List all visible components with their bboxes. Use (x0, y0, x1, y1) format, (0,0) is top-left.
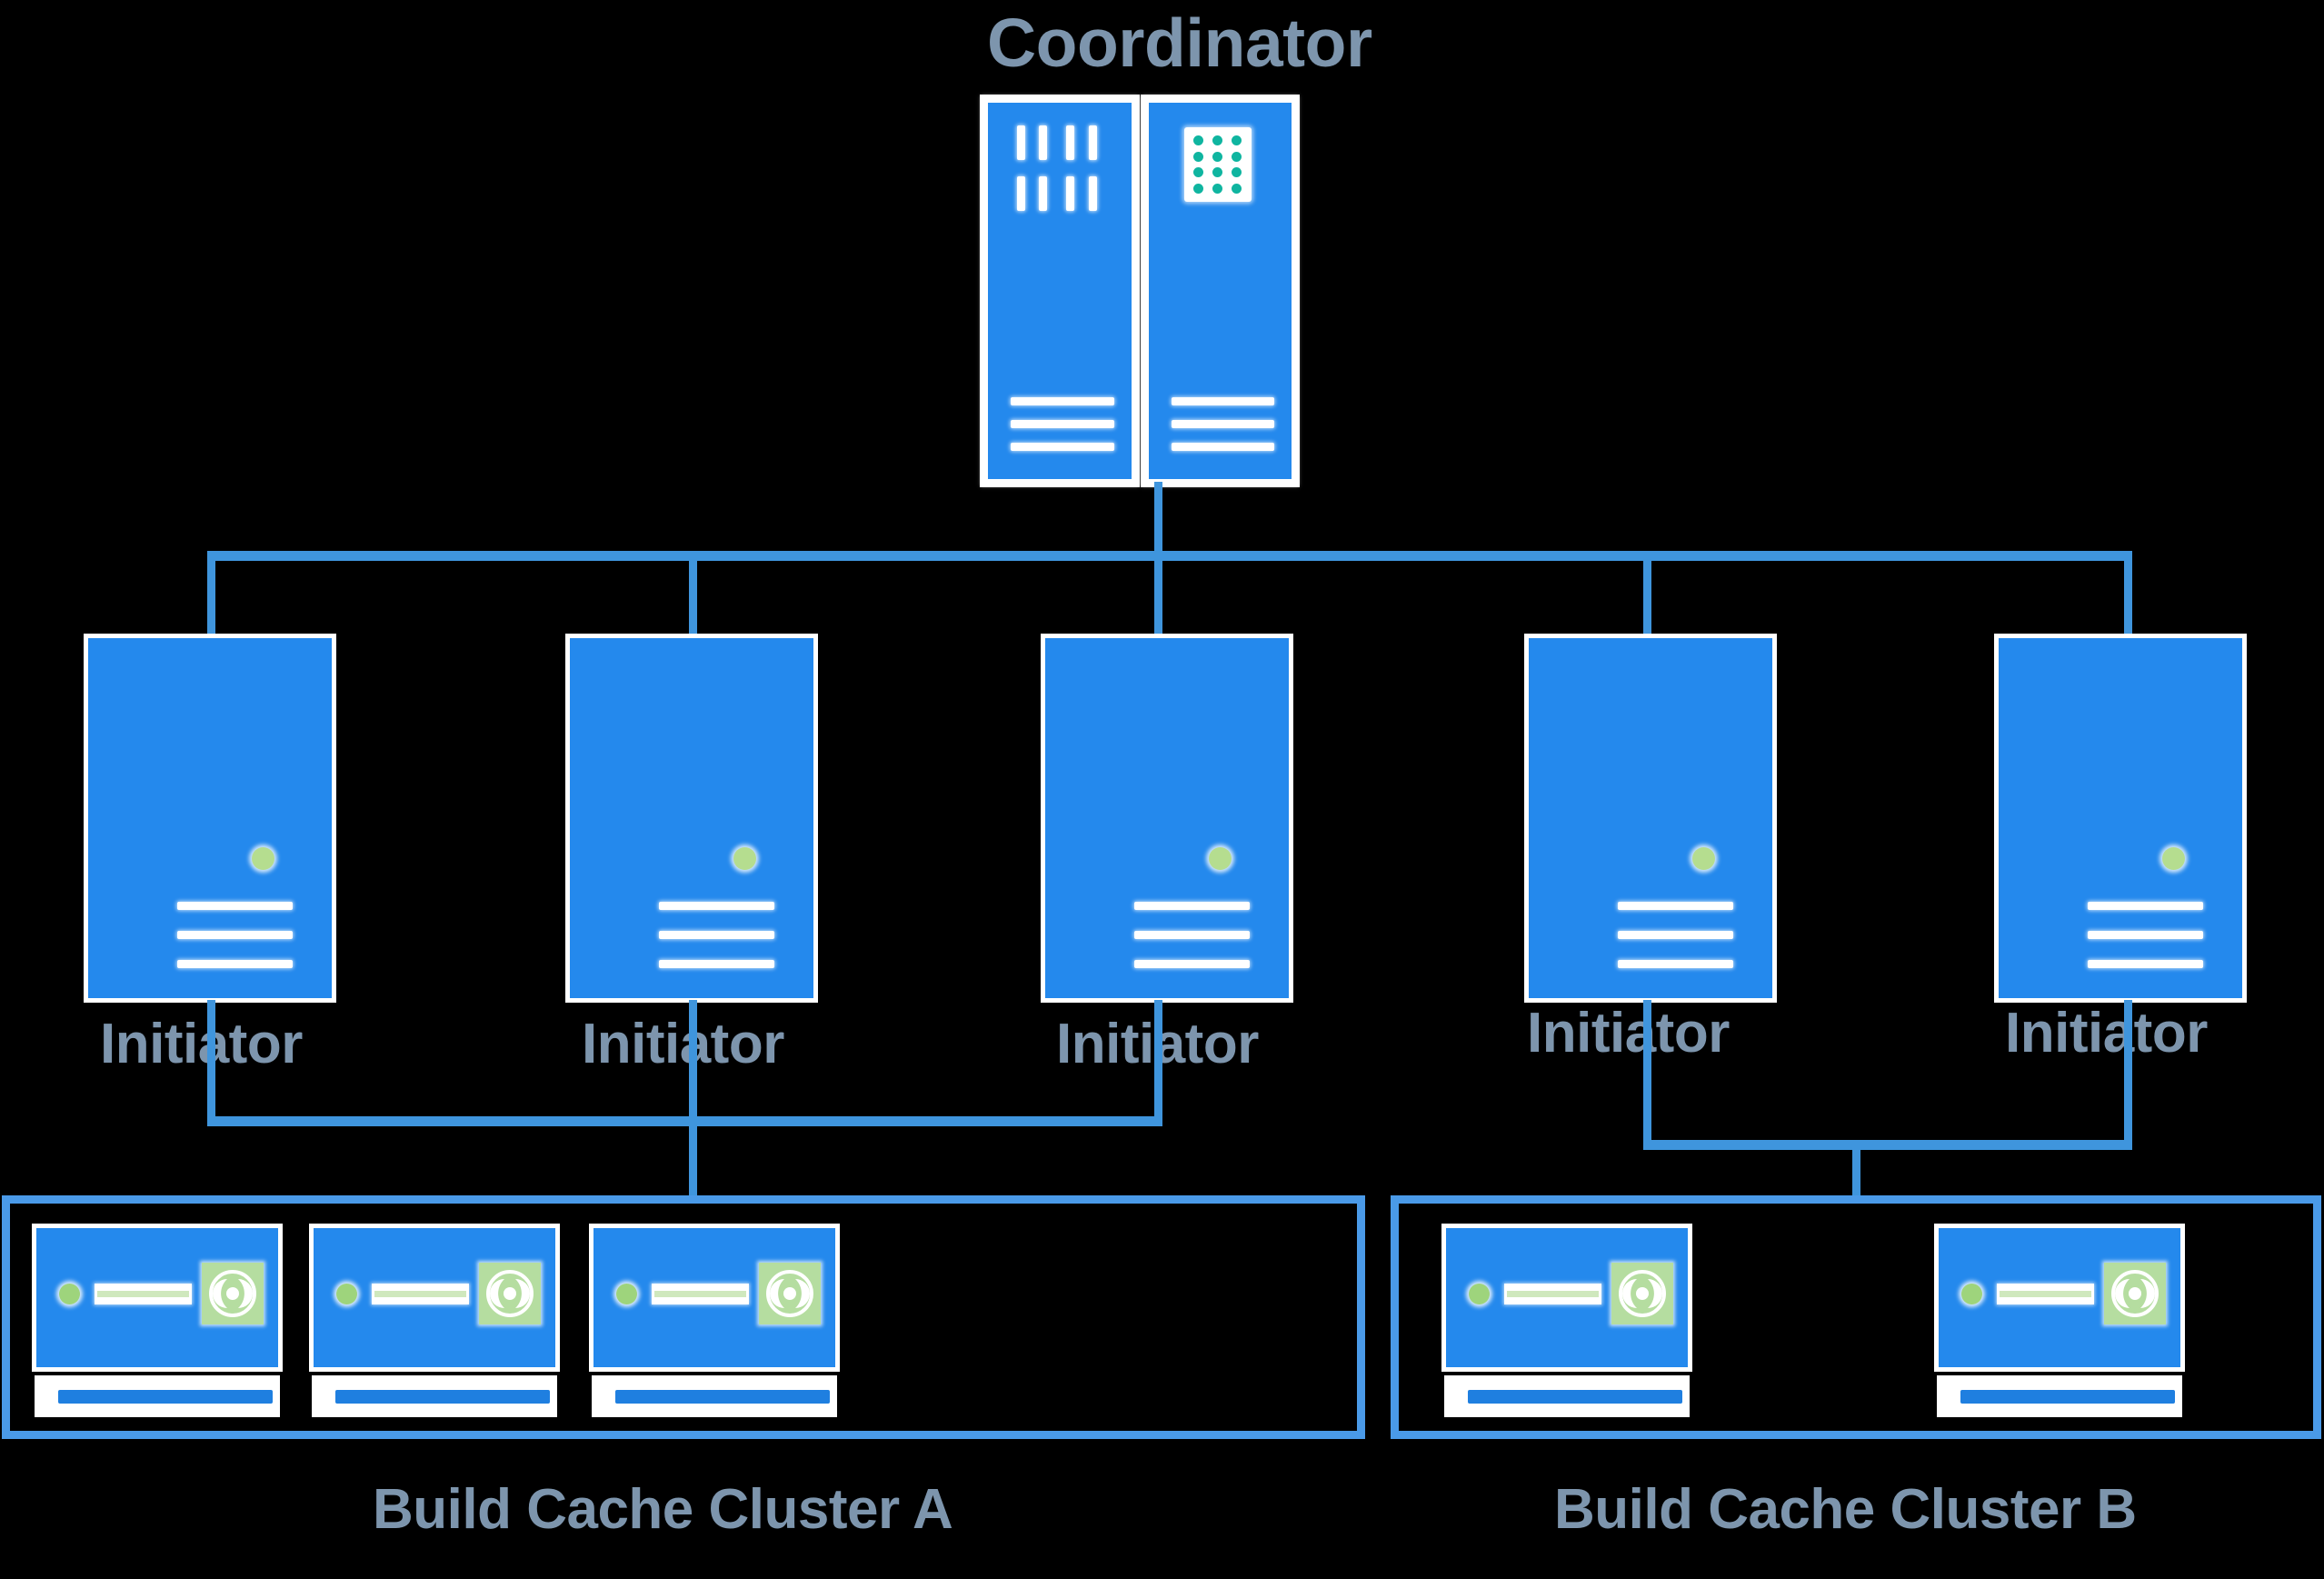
initiator-lines-5 (2088, 902, 2203, 968)
cache-drive-bar-icon (652, 1284, 749, 1304)
connector-initiator-3-drop (1154, 556, 1162, 645)
cache-fan-icon (759, 1263, 821, 1324)
cache-drive-bar-icon (95, 1284, 192, 1304)
connector-initiator-2-drop (689, 556, 697, 645)
cache-fan-icon (1611, 1263, 1673, 1324)
coordinator-left-lines (1011, 397, 1114, 451)
connector-initiator-1-down (207, 1000, 215, 1120)
cache-status-led-icon (1469, 1284, 1490, 1304)
status-led-icon (252, 847, 274, 870)
initiator-server-2[interactable] (565, 634, 818, 1003)
cache-status-led-icon (1961, 1284, 1982, 1304)
cache-fan-icon (202, 1263, 264, 1324)
cache-node-a2[interactable] (309, 1224, 560, 1417)
initiator-lines-2 (659, 902, 774, 968)
cache-node-base (1937, 1375, 2182, 1417)
cache-node-body (32, 1224, 283, 1372)
cache-node-base (312, 1375, 557, 1417)
connector-cluster-b-drop (1852, 1140, 1860, 1204)
connector-initiator-bus (207, 551, 2132, 561)
connector-cluster-a-bus (207, 1116, 1162, 1126)
connector-initiator-4-down (1643, 1000, 1651, 1147)
cache-node-base (592, 1375, 837, 1417)
initiator-label-5: Initiator (2005, 1002, 2208, 1064)
connector-initiator-5-down (2124, 1000, 2132, 1147)
status-led-icon (1209, 847, 1232, 870)
cache-node-body (1934, 1224, 2185, 1372)
connector-initiator-3-down (1154, 1000, 1162, 1120)
cache-drive-bar-icon (1504, 1284, 1601, 1304)
cache-node-base (35, 1375, 280, 1417)
cache-drive-bar-icon (1997, 1284, 2094, 1304)
cache-status-led-icon (59, 1284, 80, 1304)
coordinator-server-rack-icon[interactable] (980, 95, 1300, 487)
cache-node-a3[interactable] (589, 1224, 840, 1417)
cache-node-a1[interactable] (32, 1224, 283, 1417)
initiator-server-5[interactable] (1994, 634, 2247, 1003)
cache-node-body (1441, 1224, 1692, 1372)
cache-node-body (589, 1224, 840, 1372)
connector-cluster-b-bus (1643, 1140, 2132, 1150)
status-led-icon (2162, 847, 2185, 870)
initiator-lines-4 (1618, 902, 1733, 968)
status-led-icon (1692, 847, 1715, 870)
initiator-lines-1 (177, 902, 293, 968)
coordinator-right-lines (1171, 397, 1274, 451)
connector-initiator-5-drop (2124, 556, 2132, 645)
connector-coordinator-drop (1154, 482, 1162, 556)
coordinator-panel-right (1140, 95, 1300, 487)
coordinator-panel-left (980, 95, 1140, 487)
initiator-server-4[interactable] (1524, 634, 1777, 1003)
dot-matrix-icon (1183, 127, 1252, 202)
build-cache-cluster-a-box[interactable] (2, 1195, 1365, 1439)
initiator-lines-3 (1134, 902, 1250, 968)
cache-node-body (309, 1224, 560, 1372)
coordinator-title: Coordinator (987, 5, 1372, 81)
cache-node-base (1444, 1375, 1690, 1417)
connector-initiator-1-drop (207, 556, 215, 645)
cache-drive-bar-icon (372, 1284, 469, 1304)
status-led-icon (733, 847, 756, 870)
vertical-bars-icon (1012, 125, 1103, 211)
initiator-label-4: Initiator (1527, 1002, 1730, 1064)
connector-initiator-4-drop (1643, 556, 1651, 645)
build-cache-cluster-b-label: Build Cache Cluster B (1554, 1478, 2137, 1541)
initiator-label-1: Initiator (100, 1013, 303, 1075)
initiator-server-3[interactable] (1041, 634, 1293, 1003)
cache-node-b2[interactable] (1934, 1224, 2185, 1417)
cache-status-led-icon (616, 1284, 637, 1304)
initiator-label-2: Initiator (582, 1013, 784, 1075)
initiator-server-1[interactable] (84, 634, 336, 1003)
cache-fan-icon (479, 1263, 541, 1324)
build-cache-cluster-b-box[interactable] (1391, 1195, 2321, 1439)
cache-fan-icon (2104, 1263, 2166, 1324)
cache-node-b1[interactable] (1441, 1224, 1692, 1417)
connector-cluster-a-drop (689, 1116, 697, 1204)
cache-status-led-icon (336, 1284, 357, 1304)
connector-initiator-2-down (689, 1000, 697, 1120)
build-cache-cluster-a-label: Build Cache Cluster A (373, 1478, 953, 1541)
